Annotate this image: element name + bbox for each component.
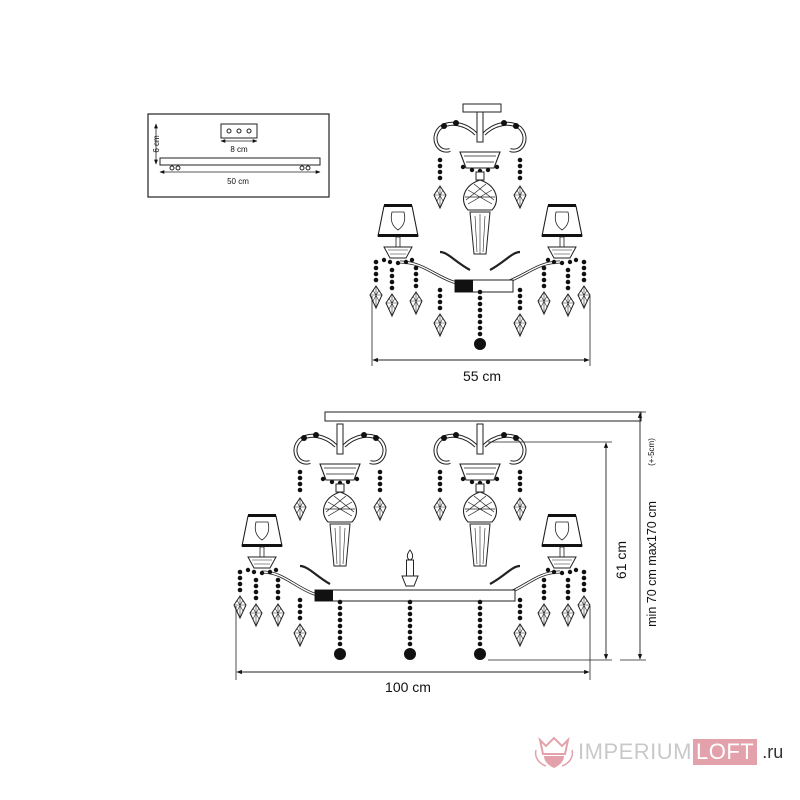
large-body-height-label: 61 cm [613, 541, 629, 579]
large-total-height-label: min 70 cm max170 cm [645, 501, 659, 627]
large-chandelier: 100 cm 61 cm min 70 cm max170 cm (+-5cm) [233, 411, 659, 695]
canopy-bar [159, 157, 321, 166]
canopy-height-label: 6 cm [152, 135, 161, 153]
small-ceiling-plate [462, 103, 502, 113]
large-adjust-note: (+-5cm) [647, 438, 656, 466]
watermark-loft: LOFT [693, 739, 758, 765]
canopy-detail: 8 cm 6 cm 50 cm [147, 113, 330, 198]
canopy-width-label: 50 cm [227, 177, 249, 186]
large-width-label: 100 cm [385, 679, 431, 695]
large-ceiling-bar [324, 411, 642, 422]
small-width-label: 55 cm [463, 368, 501, 384]
watermark: IMPERIUM LOFT .ru [532, 732, 783, 772]
watermark-tld: .ru [762, 741, 784, 762]
small-chandelier: 55 cm [369, 103, 591, 384]
crest-icon [534, 736, 574, 768]
watermark-brand: IMPERIUM [578, 739, 692, 764]
canopy-plate-width-label: 8 cm [230, 145, 248, 154]
